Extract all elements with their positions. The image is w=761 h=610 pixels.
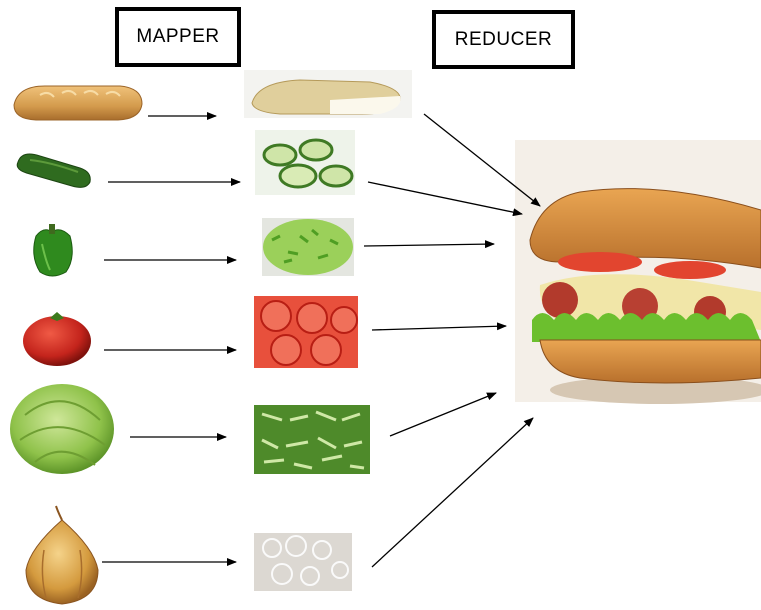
- mapper-label: MAPPER: [115, 7, 241, 67]
- reducer-label-text: REDUCER: [454, 28, 553, 50]
- tomato-image: [23, 312, 91, 366]
- arrow-onion-reduce: [371, 417, 534, 568]
- lettuce-image: [10, 384, 114, 474]
- mapper-label-text: MAPPER: [136, 26, 220, 47]
- mapper-arrows: [102, 112, 241, 566]
- reducer-label: REDUCER: [432, 10, 575, 69]
- sandwich-image: [515, 140, 761, 404]
- sliced-onion-image: [254, 533, 352, 591]
- bread-image: [13, 85, 143, 121]
- chopped-pepper-image: [262, 218, 354, 276]
- cucumber-image: [16, 153, 91, 188]
- arrow-tomato-reduce: [371, 322, 507, 331]
- onion-image: [25, 505, 99, 605]
- green-pepper-image: [33, 224, 73, 277]
- sliced-bread-image: [244, 70, 412, 118]
- reducer-arrows: [363, 113, 541, 568]
- arrow-lettuce-reduce: [389, 392, 497, 437]
- sliced-cucumber-image: [255, 130, 355, 195]
- arrow-bread-reduce: [423, 113, 541, 207]
- sliced-tomato-image: [254, 296, 358, 368]
- arrow-cucumber-reduce: [367, 181, 523, 217]
- arrow-pepper-reduce: [363, 240, 495, 249]
- shredded-lettuce-image: [254, 405, 370, 474]
